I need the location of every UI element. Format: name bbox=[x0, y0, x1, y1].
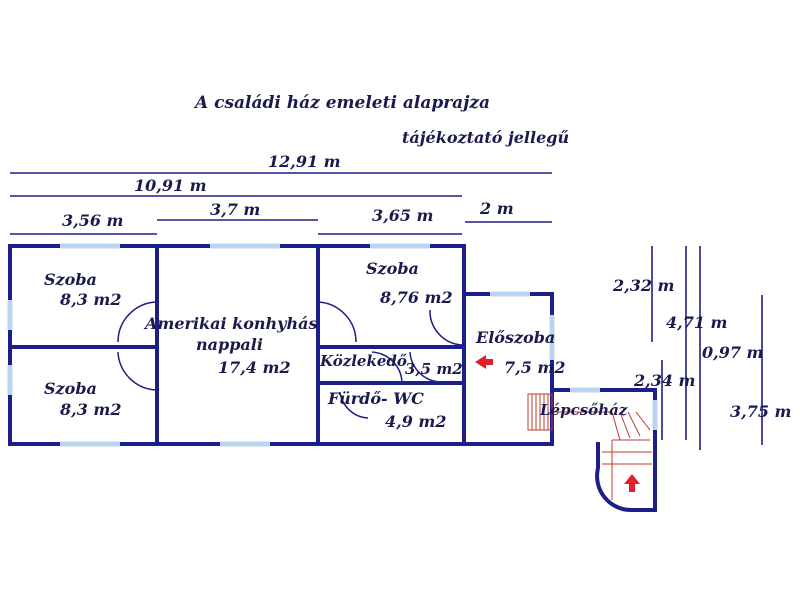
bath-area: 4,9 m2 bbox=[385, 412, 446, 431]
dim-w4: 2 m bbox=[479, 199, 514, 218]
hallway-name: Közlekedő bbox=[319, 352, 407, 370]
door-swing-entry bbox=[429, 309, 463, 346]
plan-subtitle: tájékoztató jellegű bbox=[402, 128, 569, 147]
living-name-1: Amerikai konhyhás bbox=[143, 314, 317, 333]
living-area: 17,4 m2 bbox=[218, 358, 291, 377]
dim-h3: 0,97 m bbox=[702, 343, 763, 362]
walls bbox=[8, 244, 657, 513]
vertical-dimensions: 2,32 m 4,71 m 0,97 m 2,34 m 3,75 m bbox=[612, 246, 791, 450]
dim-h1: 2,32 m bbox=[612, 276, 674, 295]
plan-title: A családi ház emeleti alaprajza bbox=[193, 93, 490, 113]
door-swing-hall bbox=[371, 351, 403, 383]
room1-name: Szoba bbox=[44, 270, 97, 289]
room2-area: 8,3 m2 bbox=[59, 400, 121, 419]
dim-h5: 3,75 m bbox=[730, 402, 791, 421]
dim-total-width: 12,91 m bbox=[268, 152, 341, 171]
dim-w2: 3,7 m bbox=[210, 200, 260, 219]
dim-w1: 3,56 m bbox=[62, 211, 123, 230]
entry-name: Előszoba bbox=[475, 328, 555, 347]
dim-main-width: 10,91 m bbox=[134, 176, 207, 195]
door-swing-bedroom2 bbox=[117, 351, 158, 391]
stair-arrow-icon bbox=[624, 474, 640, 492]
door-swing-bedroom1 bbox=[117, 301, 158, 343]
room1-area: 8,3 m2 bbox=[59, 290, 121, 309]
stairs-name: Lépcsőház bbox=[539, 401, 628, 419]
dim-w3: 3,65 m bbox=[372, 206, 433, 225]
wall-stair-bottom bbox=[595, 442, 657, 513]
staircase bbox=[527, 393, 652, 500]
room3-area: 8,76 m2 bbox=[379, 288, 453, 307]
windows bbox=[7, 243, 658, 447]
hallway-area: 3,5 m2 bbox=[405, 360, 463, 378]
doors bbox=[117, 301, 463, 419]
entry-arrow-icon bbox=[475, 355, 493, 369]
horizontal-dimensions: 12,91 m 10,91 m 3,56 m 3,7 m 3,65 m 2 m bbox=[10, 152, 552, 235]
entry-area: 7,5 m2 bbox=[504, 358, 565, 377]
dim-h4: 2,34 m bbox=[633, 371, 695, 390]
bath-name: Fürdő- WC bbox=[327, 389, 424, 408]
door-swing-bath bbox=[339, 391, 369, 419]
room3-name: Szoba bbox=[366, 259, 419, 278]
door-swing-hall-2 bbox=[409, 351, 441, 383]
room-labels: Szoba 8,3 m2 Szoba 8,3 m2 Amerikai konhy… bbox=[44, 259, 628, 431]
room2-name: Szoba bbox=[44, 379, 97, 398]
living-name-2: nappali bbox=[196, 335, 263, 354]
arrows bbox=[475, 355, 640, 492]
dim-h2: 4,71 m bbox=[666, 313, 727, 332]
door-swing-bedroom3 bbox=[317, 301, 357, 343]
